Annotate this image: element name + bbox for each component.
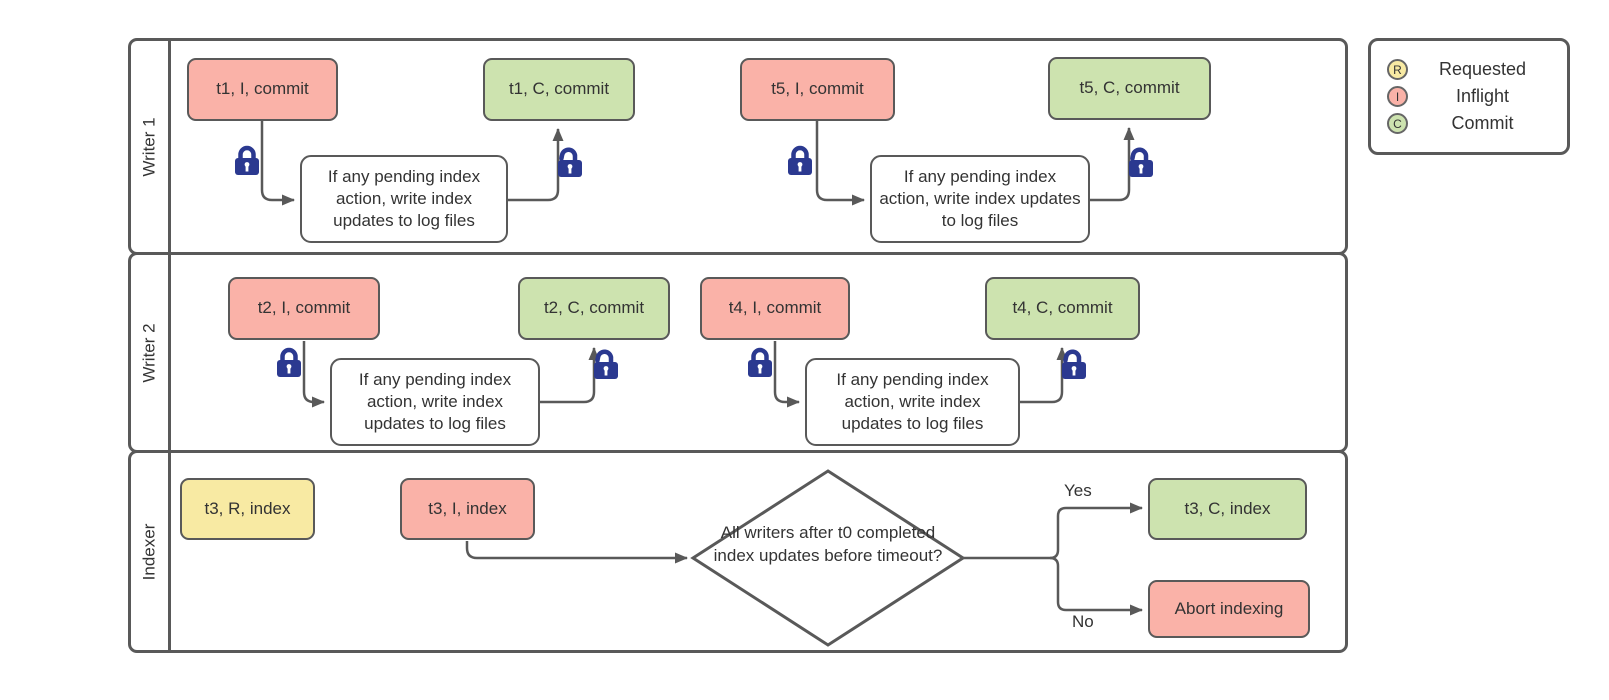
decision-label: All writers after t0 completed index upd… — [713, 523, 943, 566]
lane-indexer-header: Indexer — [131, 453, 171, 650]
legend: R Requested I Inflight C Commit — [1368, 38, 1570, 155]
node-t2-commit: t2, C, commit — [518, 277, 670, 340]
node-if-pending-3: If any pending index action, write index… — [330, 358, 540, 446]
legend-row-inflight: I Inflight — [1387, 83, 1557, 110]
no-branch-label: No — [1072, 612, 1094, 631]
node-if-pending-1: If any pending index action, write index… — [300, 155, 508, 243]
inflight-state-icon: I — [1387, 86, 1408, 107]
legend-row-requested: R Requested — [1387, 56, 1557, 83]
node-t3-commit: t3, C, index — [1148, 478, 1307, 540]
node-t1-inflight: t1, I, commit — [187, 58, 338, 121]
legend-row-commit: C Commit — [1387, 110, 1557, 137]
yes-branch-label: Yes — [1064, 481, 1092, 500]
node-abort-indexing: Abort indexing — [1148, 580, 1310, 638]
node-t1-commit: t1, C, commit — [483, 58, 635, 121]
lane-label: Writer 1 — [139, 116, 159, 177]
node-t5-commit: t5, C, commit — [1048, 57, 1211, 120]
commit-state-icon: C — [1387, 113, 1408, 134]
legend-label: Requested — [1438, 59, 1527, 79]
requested-state-icon: R — [1387, 59, 1408, 80]
node-t3-inflight: t3, I, index — [400, 478, 535, 540]
node-t3-requested: t3, R, index — [180, 478, 315, 540]
node-t4-inflight: t4, I, commit — [700, 277, 850, 340]
lane-writer-2-header: Writer 2 — [131, 255, 171, 450]
legend-label: Commit — [1451, 113, 1514, 133]
node-if-pending-2: If any pending index action, write index… — [870, 155, 1090, 243]
node-t5-inflight: t5, I, commit — [740, 58, 895, 121]
lane-label: Writer 2 — [139, 322, 159, 383]
legend-label: Inflight — [1455, 86, 1510, 106]
lane-label: Indexer — [139, 523, 159, 580]
node-t4-commit: t4, C, commit — [985, 277, 1140, 340]
node-if-pending-4: If any pending index action, write index… — [805, 358, 1020, 446]
lane-writer-1-header: Writer 1 — [131, 41, 171, 252]
node-t2-inflight: t2, I, commit — [228, 277, 380, 340]
